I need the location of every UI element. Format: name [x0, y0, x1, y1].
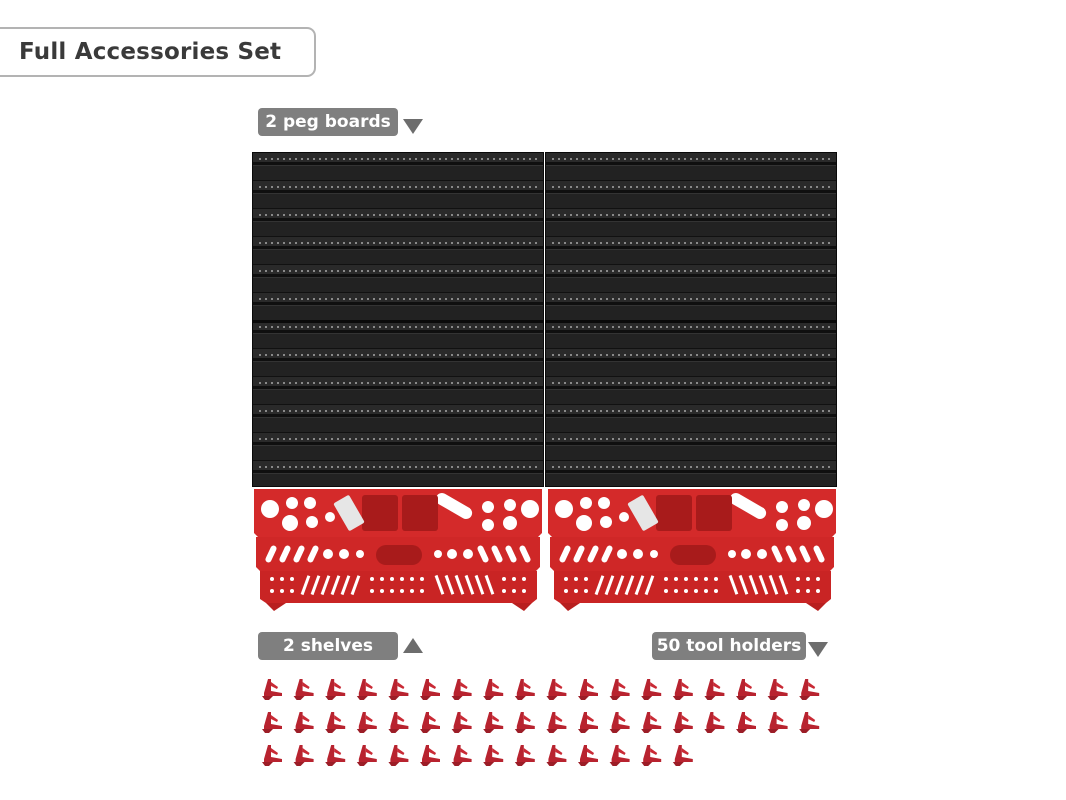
tool-holder-icon	[546, 712, 567, 733]
tool-holder-icon	[641, 679, 662, 700]
tool-holder-icon	[641, 745, 662, 766]
page-title: Full Accessories Set	[19, 39, 282, 65]
tool-holder-icon	[672, 745, 693, 766]
tool-holder-icon	[451, 745, 472, 766]
holders-label: 50 tool holders	[652, 632, 806, 660]
tool-holder-icon	[483, 712, 504, 733]
tool-holder-icon	[388, 745, 409, 766]
tool-holder-icon	[578, 712, 598, 733]
tool-holders-grid	[262, 679, 820, 766]
tool-holder-icon	[420, 679, 440, 700]
tool-holder-icon	[767, 712, 788, 733]
title-box: Full Accessories Set	[0, 27, 316, 77]
tool-holder-icon	[293, 712, 314, 733]
tool-holder-icon	[546, 679, 567, 700]
tool-holder-icon	[293, 745, 314, 766]
arrow-up-icon	[403, 638, 423, 653]
tool-holder-icon	[325, 745, 346, 766]
tool-holder-icon	[514, 679, 535, 700]
tool-holder-icon	[578, 745, 598, 766]
tool-holder-icon	[609, 679, 630, 700]
tool-holder-icon	[767, 679, 788, 700]
tool-holder-icon	[293, 679, 314, 700]
tool-holder-icon	[356, 745, 377, 766]
tool-holder-icon	[420, 745, 440, 766]
pegboard-right	[545, 152, 837, 487]
arrow-down-icon	[808, 642, 828, 657]
tool-holder-icon	[736, 712, 756, 733]
tool-holder-icon	[325, 679, 346, 700]
pegboard-seam	[546, 320, 836, 323]
tool-holder-icon	[704, 712, 725, 733]
tool-holder-icon	[609, 745, 630, 766]
tool-holder-icon	[799, 679, 820, 700]
shelf-right	[548, 489, 836, 611]
tool-holder-icon	[483, 745, 504, 766]
tool-holder-icon	[262, 745, 282, 766]
tool-holder-icon	[736, 679, 756, 700]
shelves-label: 2 shelves	[258, 632, 398, 660]
tool-holder-icon	[609, 712, 630, 733]
tool-holder-icon	[672, 712, 693, 733]
tool-holder-icon	[578, 679, 598, 700]
tool-holder-icon	[451, 712, 472, 733]
tool-holder-icon	[641, 712, 662, 733]
tool-holder-icon	[672, 679, 693, 700]
tool-holder-icon	[483, 679, 504, 700]
arrow-down-icon	[403, 119, 423, 134]
tool-holder-icon	[356, 712, 377, 733]
tool-holder-icon	[420, 712, 440, 733]
tool-holder-icon	[546, 745, 567, 766]
tool-holder-icon	[356, 679, 377, 700]
tool-holder-icon	[325, 712, 346, 733]
pegboards-label: 2 peg boards	[258, 108, 398, 136]
tool-holder-icon	[451, 679, 472, 700]
shelf-left	[254, 489, 542, 611]
tool-holder-icon	[704, 679, 725, 700]
tool-holder-icon	[799, 712, 820, 733]
tool-holder-icon	[262, 712, 282, 733]
pegboard-seam	[253, 320, 543, 323]
pegboard-left	[252, 152, 544, 487]
tool-holder-icon	[388, 679, 409, 700]
tool-holder-icon	[514, 745, 535, 766]
tool-holder-icon	[514, 712, 535, 733]
tool-holder-icon	[388, 712, 409, 733]
tool-holder-icon	[262, 679, 282, 700]
